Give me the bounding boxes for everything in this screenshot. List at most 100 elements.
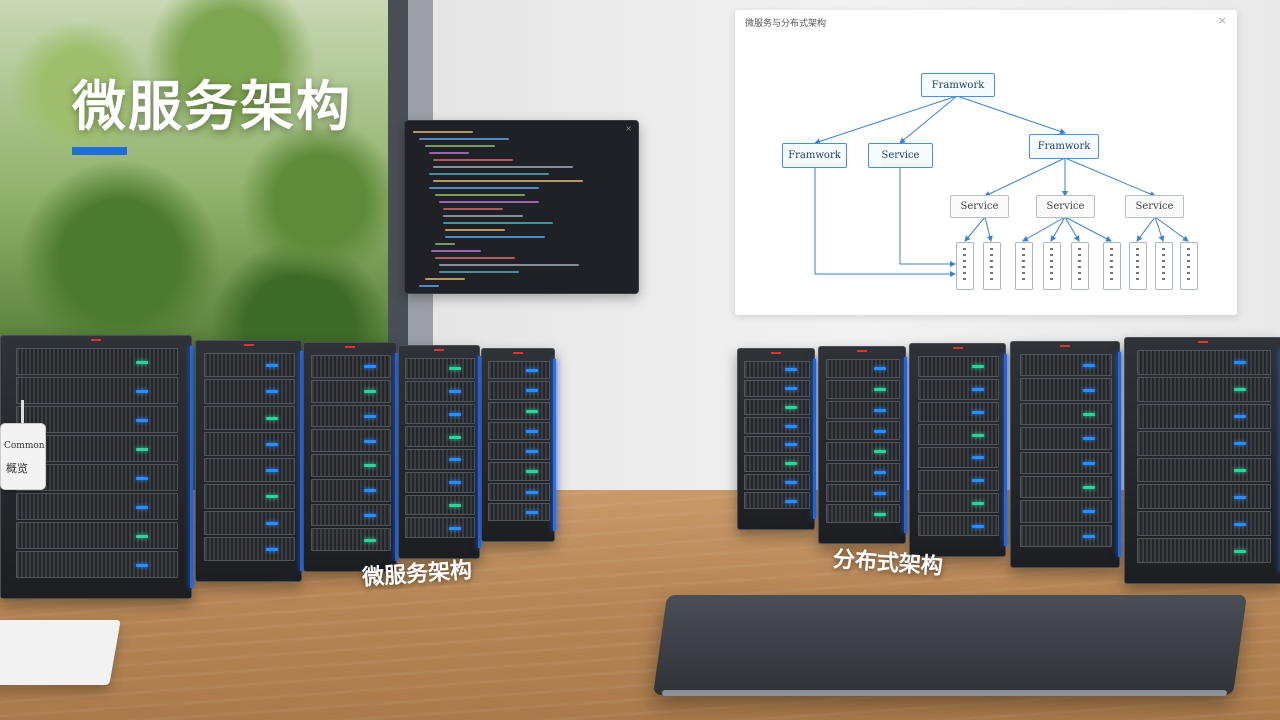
close-icon[interactable]: × bbox=[1217, 14, 1227, 27]
drive-bay bbox=[311, 404, 391, 428]
drive-bay bbox=[487, 502, 551, 521]
status-led bbox=[449, 458, 462, 462]
status-led bbox=[785, 387, 798, 391]
status-led bbox=[1083, 510, 1096, 514]
drive-bay bbox=[204, 405, 295, 430]
status-led bbox=[449, 503, 462, 507]
drive-bay bbox=[487, 442, 551, 461]
status-led bbox=[136, 389, 149, 393]
code-line bbox=[445, 229, 505, 231]
status-led bbox=[1083, 534, 1096, 538]
diagram-leaf bbox=[983, 242, 1001, 290]
code-line bbox=[429, 173, 549, 175]
code-line bbox=[429, 152, 469, 154]
server-edge-light bbox=[190, 346, 193, 588]
status-led bbox=[136, 447, 149, 451]
drive-bay bbox=[1137, 376, 1271, 402]
drive-bay bbox=[405, 471, 475, 493]
status-led bbox=[972, 365, 985, 369]
status-led bbox=[526, 389, 539, 393]
close-icon[interactable]: × bbox=[625, 124, 632, 133]
status-led bbox=[526, 409, 539, 413]
diagram-node-level1: Service bbox=[868, 143, 933, 168]
tag-label: 概览 bbox=[6, 462, 28, 475]
server-rack bbox=[737, 348, 816, 530]
drive-bay bbox=[487, 401, 551, 420]
status-led bbox=[1233, 468, 1246, 472]
code-editor-panel: × bbox=[404, 120, 639, 294]
status-led bbox=[136, 360, 149, 364]
status-led bbox=[785, 462, 798, 466]
status-led bbox=[136, 534, 149, 538]
status-led bbox=[363, 439, 376, 443]
drive-bay bbox=[487, 361, 551, 380]
drive-bay bbox=[917, 401, 1000, 423]
server-rack bbox=[398, 345, 481, 559]
status-led bbox=[785, 443, 798, 447]
drive-bay bbox=[311, 429, 391, 452]
drive-bay bbox=[744, 417, 810, 434]
status-led bbox=[972, 410, 985, 414]
diagram-leaf bbox=[1015, 242, 1033, 290]
status-led bbox=[265, 495, 278, 499]
code-line bbox=[431, 250, 481, 252]
status-led bbox=[449, 526, 462, 530]
code-line bbox=[439, 264, 579, 266]
drive-bay bbox=[311, 528, 391, 551]
status-led bbox=[526, 470, 539, 474]
status-led bbox=[1233, 388, 1246, 392]
drive-bay bbox=[405, 449, 475, 470]
status-led bbox=[874, 367, 887, 371]
drive-bay bbox=[311, 379, 391, 403]
code-line bbox=[425, 278, 465, 280]
drive-bay bbox=[487, 462, 551, 481]
drive-bay bbox=[1019, 354, 1113, 377]
status-led bbox=[136, 418, 149, 422]
status-led bbox=[874, 491, 887, 495]
drive-bay bbox=[311, 454, 391, 477]
server-edge-light bbox=[1004, 354, 1007, 546]
drive-bay bbox=[744, 379, 810, 397]
server-rack bbox=[1124, 337, 1280, 584]
title-underline bbox=[72, 147, 127, 155]
status-led bbox=[449, 390, 462, 394]
status-led bbox=[1083, 461, 1096, 465]
status-led bbox=[1083, 437, 1096, 441]
architecture-diagram: 微服务与分布式架构 × bbox=[735, 10, 1237, 315]
diagram-node-level1: Framwork bbox=[1029, 134, 1099, 159]
drive-bay bbox=[405, 403, 475, 425]
status-led bbox=[526, 450, 539, 454]
drive-bay bbox=[487, 381, 551, 400]
code-line bbox=[433, 180, 583, 182]
status-led bbox=[972, 388, 985, 392]
drive-bay bbox=[825, 462, 901, 482]
drive-bay bbox=[311, 355, 391, 378]
drive-bay bbox=[16, 493, 178, 520]
drive-bay bbox=[204, 458, 295, 483]
status-led bbox=[785, 424, 798, 428]
server-edge-light bbox=[300, 351, 303, 571]
status-led bbox=[136, 563, 149, 567]
drive-bay bbox=[204, 484, 295, 509]
code-line bbox=[445, 236, 545, 238]
status-led bbox=[526, 429, 539, 433]
drive-bay bbox=[917, 378, 1000, 400]
server-rack bbox=[818, 346, 907, 544]
diagram-node-level1: Framwork bbox=[782, 143, 847, 168]
status-led bbox=[363, 390, 376, 394]
status-led bbox=[972, 456, 985, 460]
drive-bay bbox=[311, 503, 391, 527]
code-line bbox=[435, 257, 515, 259]
code-line bbox=[433, 166, 573, 168]
status-led bbox=[874, 450, 887, 454]
status-led bbox=[874, 512, 887, 516]
status-led bbox=[1233, 415, 1246, 419]
diagram-leaf bbox=[1103, 242, 1121, 290]
status-led bbox=[449, 435, 462, 439]
drive-bay bbox=[204, 536, 295, 561]
status-led bbox=[972, 433, 985, 437]
code-line bbox=[443, 208, 503, 210]
status-led bbox=[874, 388, 887, 392]
status-led bbox=[526, 490, 539, 494]
server-edge-light bbox=[553, 359, 556, 531]
